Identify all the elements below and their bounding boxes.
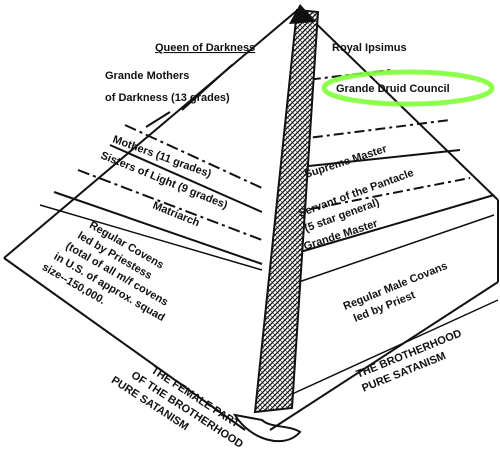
female-caption-2: OF THE BROTHERHOOD [129,369,245,450]
male-covens-block: Regular Male Covans led by Priest [342,260,450,325]
left-labels: Queen of Darkness Grande Mothers of Dark… [40,42,255,451]
pyramid-outline [3,7,499,431]
right-labels: Royal Ipsimus Grande Druid Council Supre… [297,42,464,395]
female-caption-block: THE FEMALE PART OF THE BROTHERHOOD PURE … [109,364,245,450]
druid-label: Grande Druid Council [336,83,450,95]
grande-mothers-label-1: Grande Mothers [105,70,189,82]
grande-mothers-label-2: of Darkness (13 grades) [105,92,230,104]
druid-council-highlight [321,69,495,107]
matriarch-label: Matriarch [151,200,202,230]
covens-text-block: Regular Covens led by Priestess (total o… [40,219,170,324]
queen-label: Queen of Darkness [155,42,255,54]
left-tier-lines [39,64,263,271]
supreme-label: Supreme Master [303,143,389,181]
right-tier-lines [289,69,499,396]
apex-cap [289,4,316,24]
central-shaft [253,8,320,414]
royal-label: Royal Ipsimus [332,42,407,54]
base-scroll [232,413,302,442]
